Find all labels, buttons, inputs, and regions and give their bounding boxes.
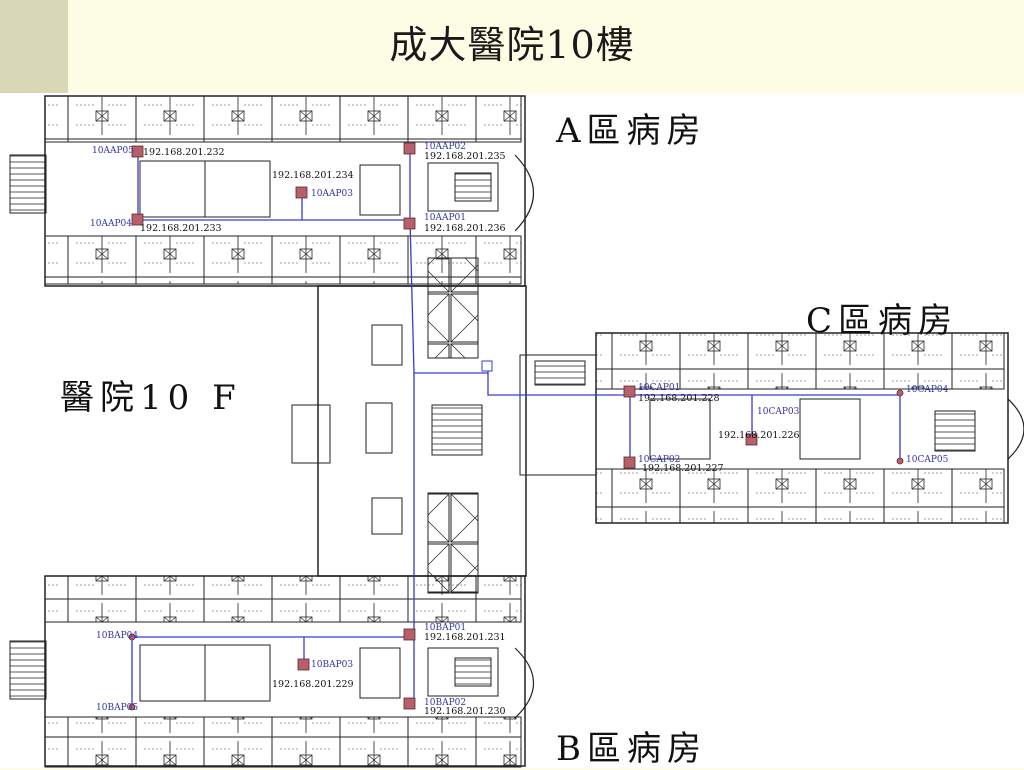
ap-marker-10bap02 — [403, 697, 416, 710]
ap-marker-10bap05 — [128, 703, 136, 711]
ip-label: 192.168.201.227 — [642, 463, 724, 474]
ip-label: 192.168.201.232 — [143, 147, 225, 158]
ap-marker-10aap04 — [131, 213, 144, 226]
ip-label: 192.168.201.228 — [638, 393, 720, 404]
ip-label: 192.168.201.231 — [424, 632, 506, 643]
floor-plan-drawing — [9, 95, 1024, 768]
ap-label: 10BAP03 — [311, 660, 354, 670]
zone-label-c: C區病房 — [806, 301, 959, 341]
ap-label: 10AAP01 — [424, 213, 466, 223]
zone-label-b: B區病房 — [556, 729, 707, 769]
ap-label: 10CAP03 — [757, 407, 800, 417]
zone-label-a: A區病房 — [556, 111, 707, 151]
ap-marker-10cap01 — [623, 385, 636, 398]
ap-label: 10BAP01 — [424, 623, 467, 633]
switch-box — [481, 360, 493, 372]
ap-label: 10BAP04 — [96, 631, 139, 641]
ap-marker-10aap01 — [403, 217, 416, 230]
page-title: 成大醫院10樓 — [389, 23, 635, 67]
ap-marker-10bap04 — [128, 633, 136, 641]
ip-label: 192.168.201.226 — [718, 430, 800, 441]
ap-label: 10BAP05 — [96, 703, 139, 713]
ap-label: 10CAP04 — [906, 385, 949, 395]
ap-marker-10cap02 — [623, 456, 636, 469]
ap-label: 10CAP01 — [638, 383, 681, 393]
title-accent-bar — [0, 0, 68, 93]
network-cabling — [131, 150, 901, 707]
ip-label: 192.168.201.235 — [424, 151, 506, 162]
floor-plan: A區病房 C區病房 醫院10 F B區病房 10AAP05 10AAP02 10… — [0, 93, 1024, 769]
ap-label: 10BAP02 — [424, 698, 467, 708]
ap-marker-10cap05 — [896, 457, 904, 465]
ip-label: 192.168.201.233 — [140, 223, 222, 234]
ap-marker-10cap04 — [896, 389, 904, 397]
ap-marker-10aap05 — [131, 145, 144, 158]
ap-label: 10CAP02 — [638, 455, 681, 465]
ap-marker-10aap03 — [295, 186, 308, 199]
ip-label: 192.168.201.230 — [424, 706, 506, 717]
ap-marker-10aap02 — [403, 142, 416, 155]
ap-label: 10AAP02 — [424, 142, 466, 152]
ap-label: 10AAP05 — [92, 146, 134, 156]
ap-marker-10bap01 — [403, 628, 416, 641]
ip-label: 192.168.201.229 — [272, 679, 354, 690]
ap-marker-10cap03 — [745, 433, 758, 446]
zone-label-floor: 醫院10 F — [60, 378, 242, 418]
ap-label: 10AAP03 — [311, 189, 353, 199]
ip-label: 192.168.201.234 — [272, 170, 354, 181]
ap-marker-10bap03 — [297, 658, 310, 671]
ap-label: 10CAP05 — [906, 455, 949, 465]
title-band: 成大醫院10樓 — [0, 0, 1024, 93]
ip-label: 192.168.201.236 — [424, 223, 506, 234]
ap-label: 10AAP04 — [90, 219, 132, 229]
